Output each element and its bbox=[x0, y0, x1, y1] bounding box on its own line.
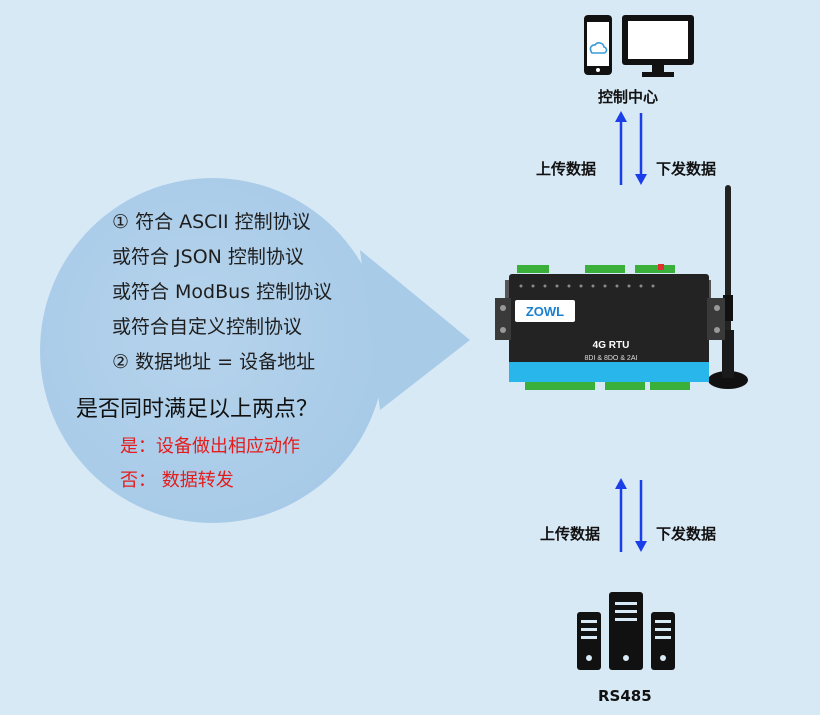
device-brand: ZOWL bbox=[526, 304, 564, 319]
top-download-label: 下发数据 bbox=[656, 160, 717, 178]
antenna-icon bbox=[708, 185, 748, 389]
top-data-arrows bbox=[615, 111, 647, 185]
top-upload-arrow bbox=[615, 111, 627, 185]
device-model: 4G RTU bbox=[593, 340, 630, 351]
rule-custom: 或符合自定义控制协议 bbox=[112, 316, 303, 338]
bottom-data-arrows bbox=[615, 478, 647, 552]
rule-ascii: ① 符合 ASCII 控制协议 bbox=[112, 211, 311, 233]
server-label: RS485 bbox=[598, 687, 652, 705]
question-text: 是否同时满足以上两点？ bbox=[76, 397, 319, 422]
bottom-download-label: 下发数据 bbox=[656, 525, 717, 543]
monitor-icon bbox=[622, 15, 694, 77]
device-spec: 8DI & 8DO & 2AI bbox=[585, 355, 638, 362]
rule-json: 或符合 JSON 控制协议 bbox=[112, 246, 304, 268]
control-center-label: 控制中心 bbox=[598, 88, 659, 106]
result-yes: 是：设备做出相应动作 bbox=[120, 436, 300, 457]
top-upload-label: 上传数据 bbox=[536, 160, 597, 178]
bottom-upload-arrow bbox=[615, 478, 627, 552]
result-no: 否： 数据转发 bbox=[120, 470, 234, 491]
top-download-arrow bbox=[635, 113, 647, 185]
rule-modbus: 或符合 ModBus 控制协议 bbox=[112, 281, 333, 303]
phone-icon bbox=[584, 15, 612, 75]
info-bubble bbox=[40, 178, 385, 523]
rule-address: ② 数据地址 = 设备地址 bbox=[112, 351, 316, 373]
bottom-download-arrow bbox=[635, 480, 647, 552]
server-icon bbox=[577, 592, 675, 670]
rtu-device: ZOWL 4G RTU 8DI & 8DO & 2AI bbox=[495, 185, 748, 390]
bottom-upload-label: 上传数据 bbox=[540, 525, 601, 543]
control-center-icons bbox=[584, 15, 694, 77]
